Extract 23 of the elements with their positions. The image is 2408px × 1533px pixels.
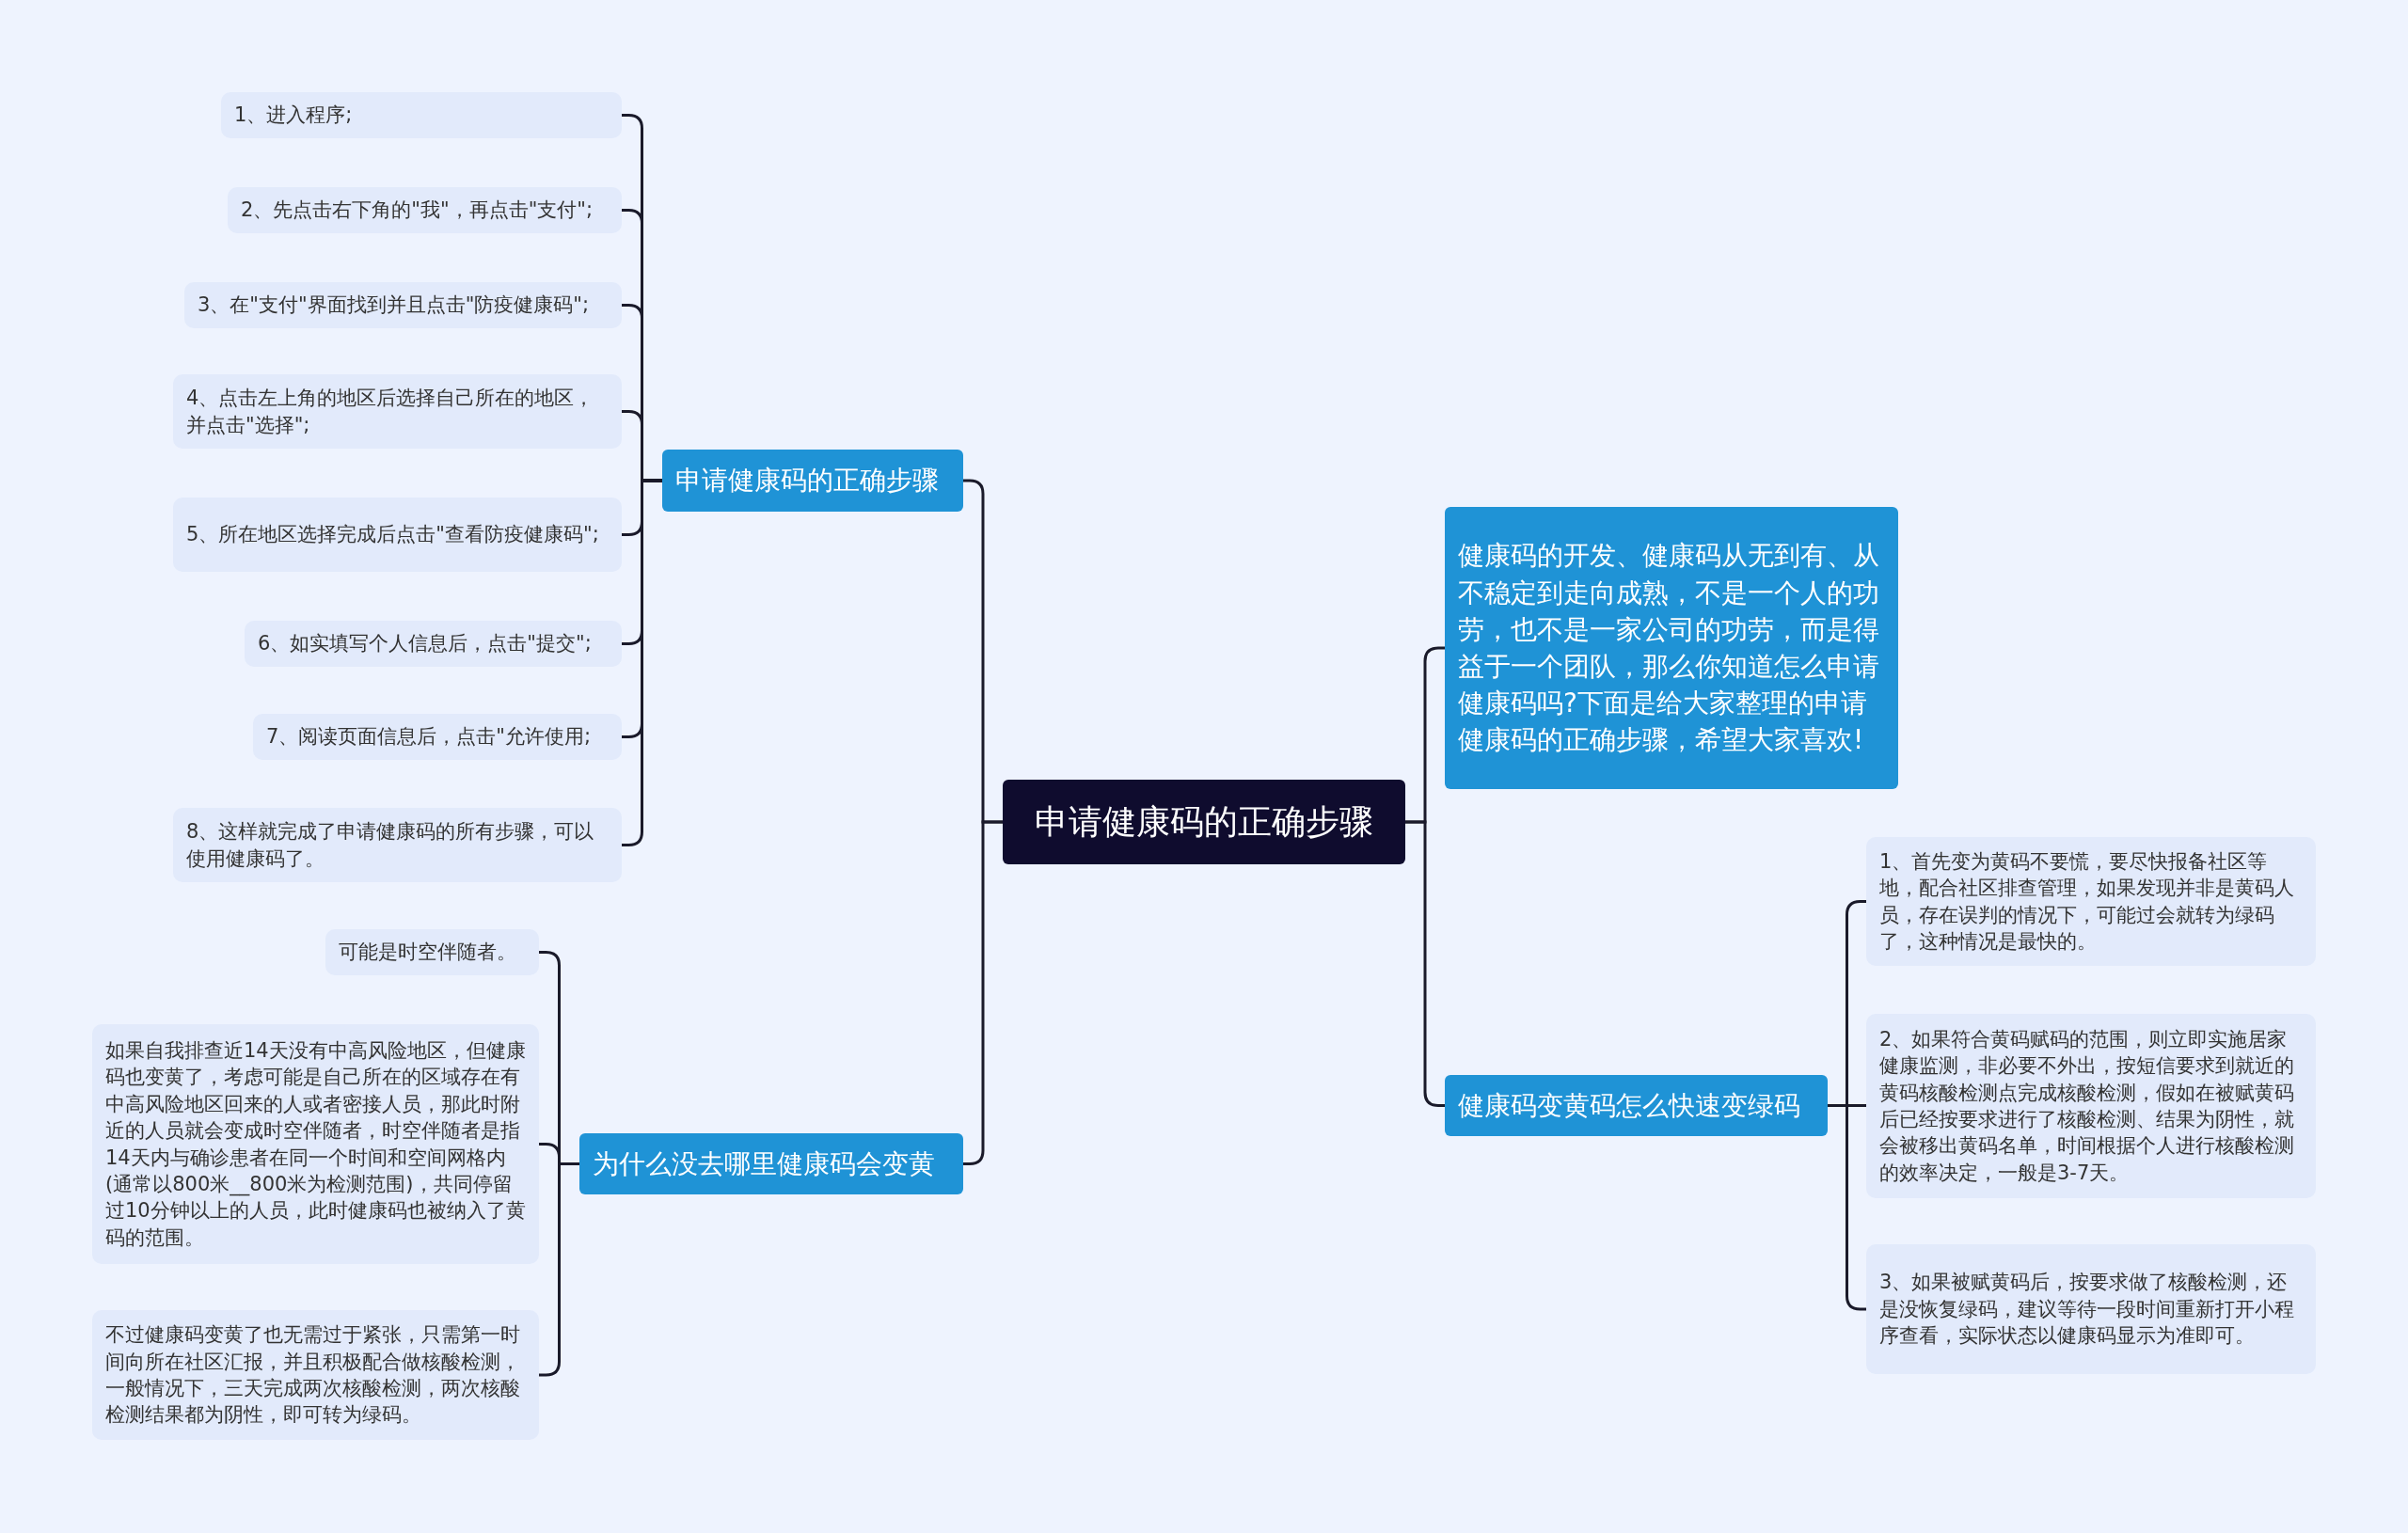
note-box: 1、进入程序; bbox=[221, 92, 622, 138]
note-box: 3、在"支付"界面找到并且点击"防疫健康码"; bbox=[184, 282, 622, 328]
connector-line bbox=[1405, 820, 1445, 1107]
note-box: 6、如实填写个人信息后，点击"提交"; bbox=[245, 621, 622, 667]
note-box: 不过健康码变黄了也无需过于紧张，只需第一时间向所在社区汇报，并且积极配合做核酸检测，一般情况下，三天完成两次核酸检测，两次核酸检测结果都为阴性，即可转为绿码。 bbox=[92, 1310, 539, 1440]
note-box: 5、所在地区选择完成后点击"查看防疫健康码"; bbox=[173, 498, 622, 572]
topic-box: 健康码的开发、健康码从无到有、从不稳定到走向成熟，不是一个人的功劳，也不是一家公司的功劳，而是得益于一个团队，那么你知道怎么申请健康码吗?下面是给大家整理的申请健康码的正确步骤，希望大家喜欢! bbox=[1445, 507, 1898, 789]
topic-box: 为什么没去哪里健康码会变黄 bbox=[579, 1133, 963, 1194]
note-box: 如果自我排查近14天没有中高风险地区，但健康码也变黄了，考虑可能是自己所在的区域存在有中高风险地区回来的人或者密接人员，那此时附近的人员就会变成时空伴随者，时空伴随者是指14天内与确诊患者在同一个时间和空间网格内(通常以800米__800米为检测范围)，共同停留过10分钟以上的人员，此时健康码也被纳入了黄码的范围。 bbox=[92, 1024, 539, 1264]
topic-box: 健康码变黄码怎么快速变绿码 bbox=[1445, 1075, 1828, 1136]
connector-line bbox=[622, 479, 662, 846]
note-box: 3、如果被赋黄码后，按要求做了核酸检测，还是没恢复绿码，建议等待一段时间重新打开小程序查看，实际状态以健康码显示为准即可。 bbox=[1866, 1244, 2316, 1374]
note-box: 1、首先变为黄码不要慌，要尽快报备社区等地，配合社区排查管理，如果发现并非是黄码人员，存在误判的情况下，可能过会就转为绿码了，这种情况是最快的。 bbox=[1866, 837, 2316, 966]
topic-box: 申请健康码的正确步骤 bbox=[662, 450, 963, 512]
connector-line bbox=[1828, 1104, 1866, 1311]
note-box: 4、点击左上角的地区后选择自己所在的地区，并点击"选择"; bbox=[173, 374, 622, 449]
note-box: 2、如果符合黄码赋码的范围，则立即实施居家健康监测，非必要不外出，按短信要求到就近的黄码核酸检测点完成核酸检测，假如在被赋黄码后已经按要求进行了核酸检测、结果为阴性，就会被移出黄码名单，时间根据个人进行核酸检测的效率决定，一般是3-7天。 bbox=[1866, 1014, 2316, 1198]
note-box: 8、这样就完成了申请健康码的所有步骤，可以使用健康码了。 bbox=[173, 808, 622, 882]
note-box: 2、先点击右下角的"我"，再点击"支付"; bbox=[228, 187, 622, 233]
note-box: 可能是时空伴随者。 bbox=[325, 929, 539, 975]
note-box: 7、阅读页面信息后，点击"允许使用; bbox=[253, 714, 622, 760]
central-topic: 申请健康码的正确步骤 bbox=[1003, 780, 1405, 864]
connector-line bbox=[539, 1162, 579, 1377]
